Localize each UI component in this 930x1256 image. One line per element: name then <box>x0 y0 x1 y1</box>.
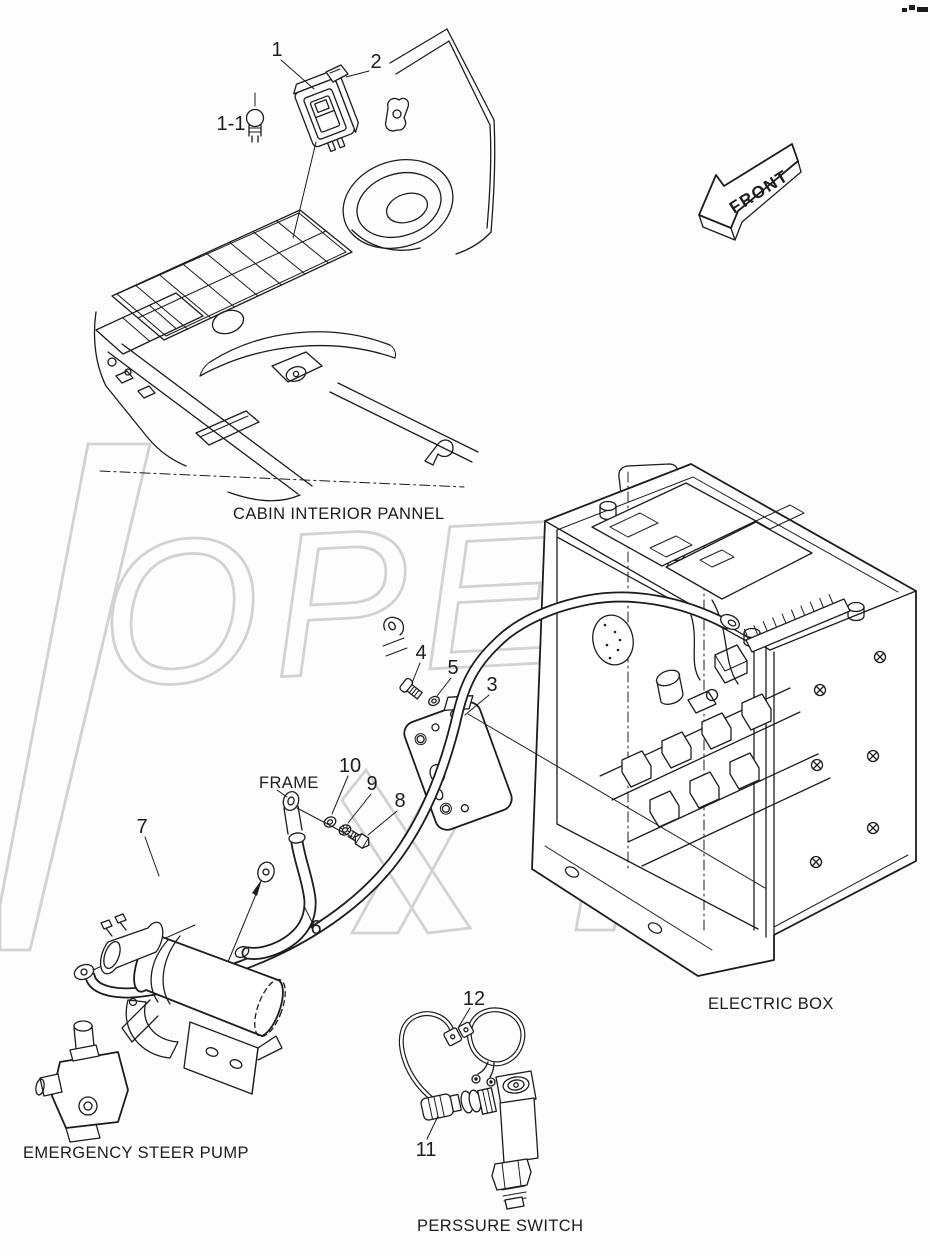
caption-frame: FRAME <box>259 774 319 792</box>
screw-4 <box>399 677 423 700</box>
caption-pressure-switch: PERSSURE SWITCH <box>417 1217 583 1235</box>
callout-7: 7 <box>136 816 147 838</box>
terminal-strip <box>745 598 851 653</box>
callout-1: 1 <box>271 39 282 61</box>
electric-box-drawing <box>531 463 917 977</box>
corner-mark <box>902 5 928 12</box>
panel-clip <box>384 97 410 132</box>
watermark-fragment <box>340 767 473 935</box>
bolt-8 <box>347 829 370 849</box>
callout-1-1: 1-1 <box>217 113 246 135</box>
callout-10: 10 <box>339 755 361 777</box>
lock-washer-9 <box>338 824 352 836</box>
frame-tab <box>282 791 303 835</box>
callout-2: 2 <box>370 51 381 73</box>
callout-3: 3 <box>486 674 497 696</box>
switch-cap <box>325 64 349 83</box>
pointer-arrowhead <box>252 879 262 896</box>
callout-6: 6 <box>310 917 321 939</box>
relay-bank <box>621 693 772 828</box>
callout-11: 11 <box>416 1139 437 1161</box>
indicator-bulb <box>245 92 265 143</box>
front-arrow: FRONT <box>698 143 802 241</box>
cabin-panel-drawing <box>93 28 496 502</box>
callout-9: 9 <box>366 773 377 795</box>
washer-5 <box>428 695 440 707</box>
pressure-switch-drawing <box>398 1007 539 1210</box>
eyelet-terminal <box>257 861 275 883</box>
captions: CABIN INTERIOR PANNEL FRAME ELECTRIC BOX… <box>23 505 834 1235</box>
connector-11 <box>420 1093 462 1121</box>
callout-4: 4 <box>415 642 426 664</box>
panel-screws <box>809 650 887 869</box>
watermark-fragment <box>0 442 152 952</box>
leader-lines <box>144 59 490 1140</box>
rocker-switch <box>293 67 359 153</box>
cable-6 <box>234 832 317 960</box>
callout-5: 5 <box>447 657 458 679</box>
caption-electric-box: ELECTRIC BOX <box>708 995 834 1013</box>
callout-8: 8 <box>394 790 405 812</box>
mount-indicator-line <box>467 713 766 889</box>
callouts: 1 2 1-1 4 5 3 10 9 8 7 6 12 11 <box>136 39 497 1161</box>
caption-steer-pump: EMERGENCY STEER PUMP <box>23 1144 249 1162</box>
washer-10 <box>323 816 337 828</box>
round-component <box>592 614 634 666</box>
connector-12 <box>443 1021 475 1047</box>
pointer-line <box>227 886 260 963</box>
pump-drawing <box>35 913 286 1143</box>
caption-cabin-panel: CABIN INTERIOR PANNEL <box>233 505 445 523</box>
callout-12: 12 <box>463 988 485 1010</box>
p-clamp <box>383 616 405 636</box>
